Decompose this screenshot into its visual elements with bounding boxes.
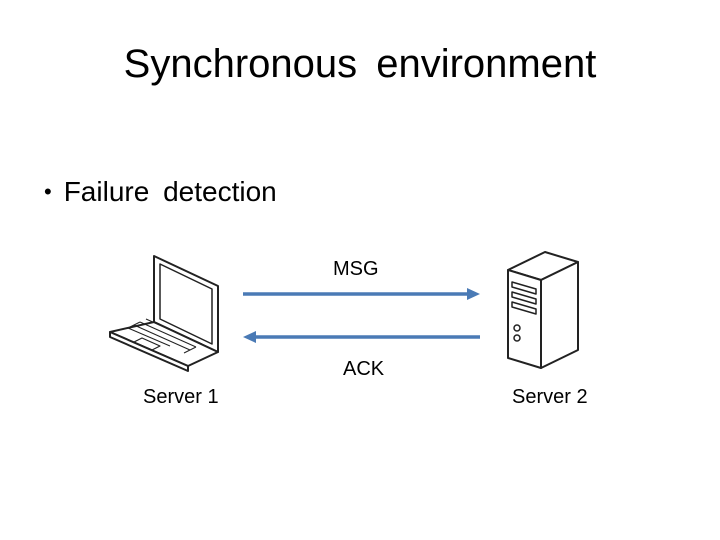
edge-ack: [243, 331, 480, 343]
laptop-icon: [109, 255, 219, 372]
bullet-item: • Failure detection: [44, 176, 277, 208]
node-label-server2: Server 2: [512, 386, 588, 408]
edge-msg: [243, 288, 480, 300]
node-label-server1: Server 1: [143, 386, 219, 408]
edge-label-ack: ACK: [343, 358, 385, 380]
edge-label-msg: MSG: [333, 258, 379, 280]
bullet-dot: •: [44, 179, 52, 204]
server-tower-icon: [507, 251, 579, 369]
slide-title: Synchronous environment: [123, 42, 597, 86]
bullet-text: Failure detection: [63, 176, 277, 207]
